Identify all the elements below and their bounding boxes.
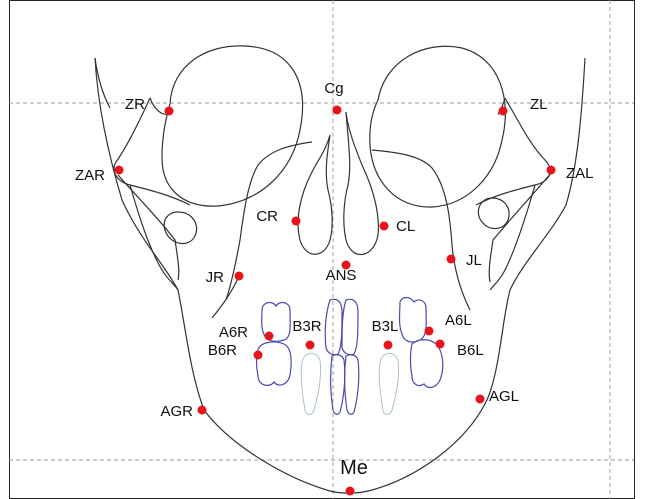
landmark-label-a6r: A6R <box>219 324 248 341</box>
landmark-agl: AGL <box>476 388 520 405</box>
landmark-point-zl <box>499 107 508 116</box>
landmark-label-b6r: B6R <box>208 342 237 359</box>
landmark-label-cl: CL <box>396 218 415 235</box>
landmark-point-b3r <box>306 341 315 350</box>
molar-lower-right <box>257 342 292 385</box>
landmark-b6r: B6R <box>208 342 263 360</box>
landmark-point-zr <box>165 107 174 116</box>
landmark-point-cl <box>380 222 389 231</box>
landmark-agr: AGR <box>160 403 206 420</box>
landmark-zal: ZAL <box>547 165 594 182</box>
landmark-point-b3l <box>384 341 393 350</box>
orbit-left <box>370 46 506 207</box>
landmark-label-zal: ZAL <box>566 165 594 182</box>
zygoma-right <box>114 98 190 205</box>
landmark-me: Me <box>340 457 368 496</box>
landmark-cr: CR <box>256 208 300 226</box>
landmark-point-jl <box>447 255 456 264</box>
coronoid-left <box>478 198 509 229</box>
maxilla-line-left <box>372 150 470 310</box>
landmark-jl: JL <box>447 252 482 269</box>
zygomatic-process-right <box>118 175 179 280</box>
reference-grid <box>9 0 634 499</box>
ramus-left <box>490 185 535 290</box>
landmark-label-jl: JL <box>466 252 482 269</box>
landmark-point-zar <box>115 166 124 175</box>
landmark-b3l: B3L <box>372 318 399 350</box>
landmark-label-agl: AGL <box>489 388 519 405</box>
nasal-cavity-left <box>344 112 379 255</box>
landmark-label-ans: ANS <box>326 267 357 284</box>
nasal-cavity-right <box>298 135 332 254</box>
incisor-lower-left-central <box>345 355 359 414</box>
landmark-point-cg <box>333 106 342 115</box>
landmark-label-agr: AGR <box>160 403 193 420</box>
landmark-a6l: A6L <box>425 312 472 336</box>
landmark-label-cg: Cg <box>324 80 343 97</box>
landmark-label-a6l: A6L <box>445 312 472 329</box>
landmark-point-b6r <box>254 351 263 360</box>
landmark-cl: CL <box>380 218 416 235</box>
dentition <box>257 298 443 415</box>
molar-upper-left <box>400 298 427 343</box>
diagram-frame <box>10 1 635 499</box>
landmark-point-a6r <box>265 332 274 341</box>
landmark-b6l: B6L <box>436 340 484 360</box>
landmark-point-zal <box>547 166 556 175</box>
landmark-point-cr <box>292 217 301 226</box>
canine-right <box>301 353 320 414</box>
landmark-label-b6l: B6L <box>457 342 484 359</box>
incisor-lower-right-central <box>331 355 345 414</box>
landmark-b3r: B3R <box>292 318 321 350</box>
landmark-point-agr <box>198 406 207 415</box>
orbit-right <box>162 46 303 206</box>
incisor-upper-left-central <box>342 299 358 354</box>
landmark-point-agl <box>476 395 485 404</box>
canine-left <box>379 353 398 414</box>
landmark-a6r: A6R <box>219 324 274 341</box>
landmark-label-zar: ZAR <box>75 167 105 184</box>
landmark-label-cr: CR <box>256 208 278 225</box>
landmark-point-jr <box>235 272 244 281</box>
landmark-label-b3l: B3L <box>372 318 399 335</box>
landmark-cg: Cg <box>324 80 343 115</box>
landmark-label-me: Me <box>340 457 368 479</box>
landmark-label-jr: JR <box>206 269 225 286</box>
landmark-ans: ANS <box>326 261 357 285</box>
landmark-point-b6l <box>436 340 445 349</box>
zygoma-left <box>476 98 550 205</box>
landmark-label-zr: ZR <box>125 96 145 113</box>
landmark-label-zl: ZL <box>530 96 548 113</box>
landmark-label-b3r: B3R <box>292 318 321 335</box>
incisor-upper-right-central <box>325 299 342 354</box>
landmark-point-me <box>346 487 355 496</box>
coronoid-right <box>164 212 196 244</box>
landmark-point-a6l <box>425 327 434 336</box>
landmark-jr: JR <box>206 269 244 286</box>
ramus-right <box>130 185 178 290</box>
